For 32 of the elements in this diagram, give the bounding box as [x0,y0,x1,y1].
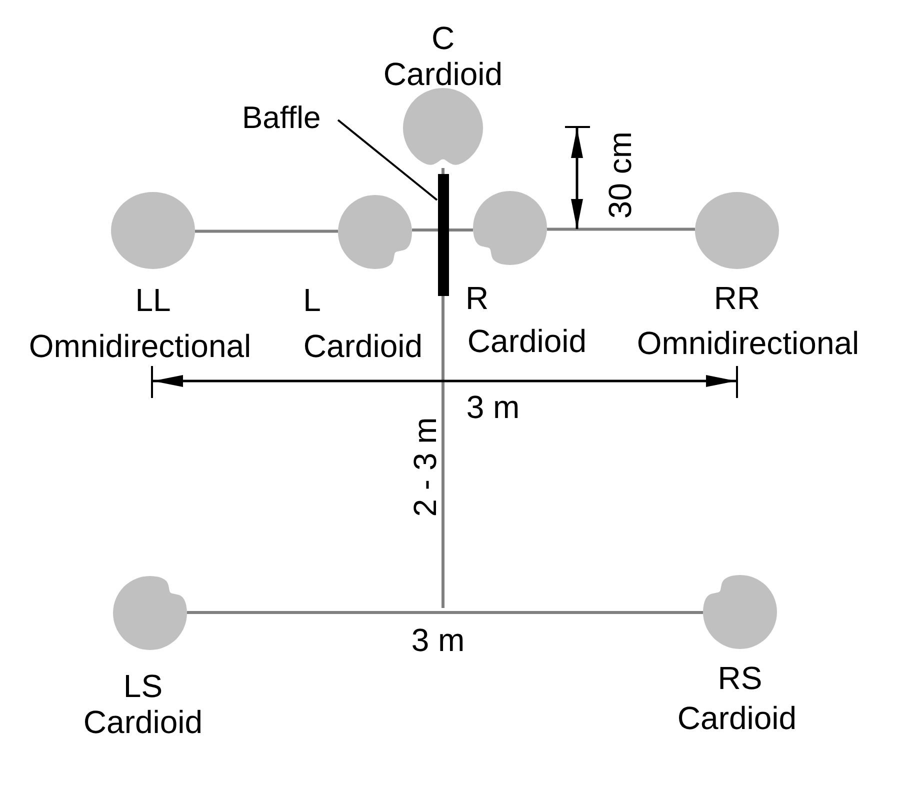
microphone-label: Cardioid [467,323,587,359]
omnidirectional-pattern [695,192,779,269]
cardioid-pattern [473,191,547,265]
connector-line [547,228,695,231]
microphone-label: LS [123,668,163,704]
microphone-label: C [431,20,455,56]
cardioid-pattern [403,88,483,168]
dimension-label: 3 m [411,622,465,658]
connector-line [187,611,703,614]
microphone-label: RS [718,660,762,696]
cardioid-pattern [703,575,777,649]
microphone-label: L [303,282,321,318]
microphone-label: Omnidirectional [28,328,252,364]
microphone-label: RR [714,280,760,316]
omnidirectional-pattern [111,192,195,269]
dimension-label: 3 m [466,389,520,425]
microphone-label: LL [135,282,171,318]
callout-text: Baffle [242,100,321,136]
microphone-label: Cardioid [383,56,503,92]
baffle-bar [438,174,449,296]
dimension-label: 30 cm [602,131,638,219]
connector-line [412,228,473,232]
cardioid-pattern [113,576,187,650]
microphone-label: R [465,280,489,316]
microphone-label: Omnidirectional [636,325,860,361]
cardioid-pattern [338,195,412,269]
microphone-label: Cardioid [83,704,203,740]
leader-line [337,119,438,201]
connector-line [195,230,338,233]
dimension-label: 2 - 3 m [407,417,443,517]
microphone-label: Cardioid [303,328,423,364]
microphone-label: Cardioid [677,700,797,736]
